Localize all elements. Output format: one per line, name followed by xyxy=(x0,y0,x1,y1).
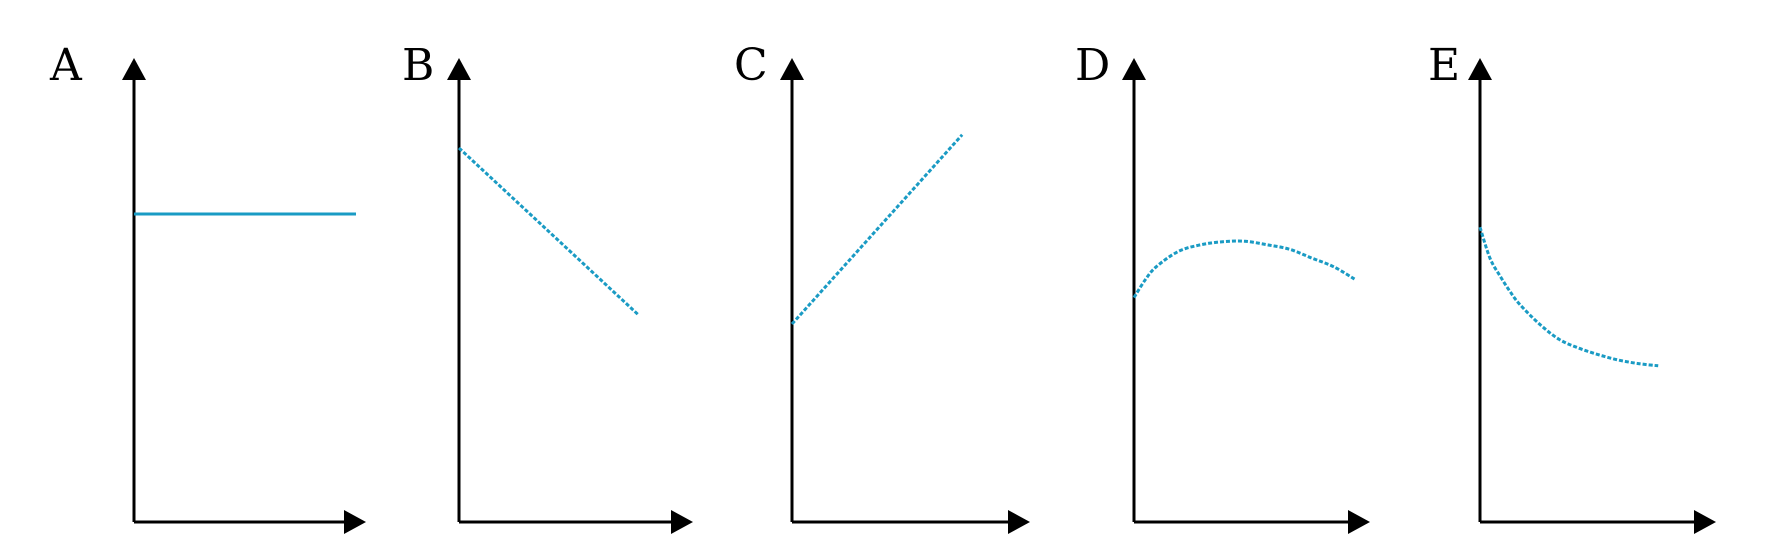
y-axis-arrow-b xyxy=(447,58,471,80)
x-axis-arrow-c xyxy=(1008,510,1030,534)
panel-label-d: D xyxy=(1075,40,1110,91)
x-axis-arrow-d xyxy=(1348,510,1370,534)
series-line-e xyxy=(1478,226,1659,368)
panel-label-e: E xyxy=(1428,40,1460,91)
x-axis-arrow-a xyxy=(344,510,366,534)
y-axis-arrow-c xyxy=(780,58,804,80)
series-line-d xyxy=(1132,239,1357,299)
panel-label-b: B xyxy=(402,40,434,91)
series-line-b xyxy=(457,146,640,317)
panel-label-c: C xyxy=(734,40,768,91)
panel-label-a: A xyxy=(49,40,83,91)
y-axis-arrow-d xyxy=(1122,58,1146,80)
x-axis-arrow-b xyxy=(671,510,693,534)
x-axis-arrow-e xyxy=(1694,510,1716,534)
y-axis-arrow-e xyxy=(1468,58,1492,80)
y-axis-arrow-a xyxy=(122,58,146,80)
series-line-c xyxy=(790,133,964,326)
